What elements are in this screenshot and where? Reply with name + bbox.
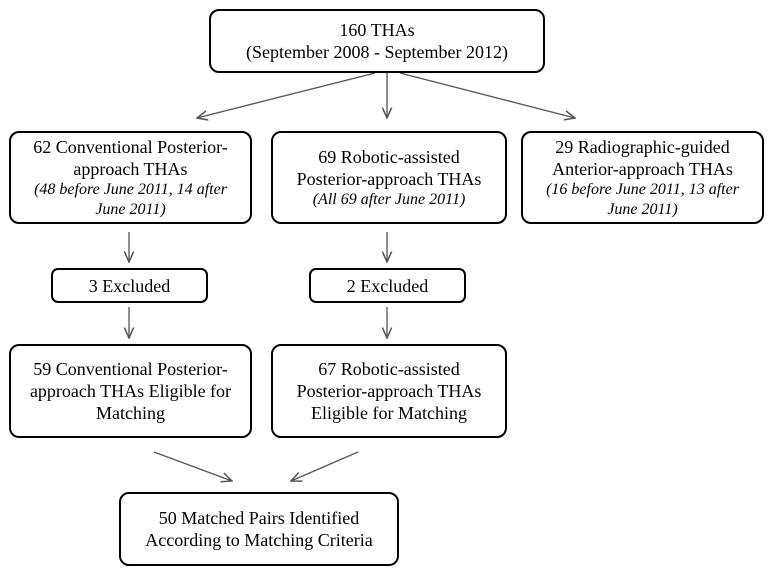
conventional-title-line1: 62 Conventional Posterior- xyxy=(33,136,228,157)
arrow-eligible-robotic-to-matched xyxy=(291,451,359,481)
anterior-note-line2: June 2011) xyxy=(607,200,678,218)
robotic-title-line1: 69 Robotic-assisted xyxy=(318,146,460,167)
total-thas-box: 160 THAs (September 2008 - September 201… xyxy=(209,9,545,73)
eligible-robotic-line1: 67 Robotic-assisted xyxy=(318,359,460,379)
anterior-note-line1: (16 before June 2011, 13 after xyxy=(546,180,739,198)
eligible-conventional-line1: 59 Conventional Posterior- xyxy=(33,359,228,379)
arrow-total-to-anterior xyxy=(399,72,575,118)
conventional-title-line2: approach THAs xyxy=(73,158,188,179)
conventional-note-line2: June 2011) xyxy=(95,200,166,218)
arrow-total-to-conventional xyxy=(197,72,376,118)
conventional-note-line1: (48 before June 2011, 14 after xyxy=(34,180,227,198)
eligible-robotic-line2: Posterior-approach THAs xyxy=(296,381,482,401)
total-period-text: (September 2008 - September 2012) xyxy=(246,42,508,62)
anterior-title-line2: Anterior-approach THAs xyxy=(552,158,733,179)
total-count-text: 160 THAs xyxy=(339,20,415,40)
robotic-note-line1: (All 69 after June 2011) xyxy=(312,190,466,208)
eligible-robotic-line3: Eligible for Matching xyxy=(311,403,467,423)
matched-line2: According to Matching Criteria xyxy=(145,530,373,550)
excluded-conventional-label: 3 Excluded xyxy=(88,275,171,296)
eligible-conventional-line3: Matching xyxy=(96,403,165,423)
robotic-title-line2: Posterior-approach THAs xyxy=(296,168,482,189)
anterior-title-line1: 29 Radiographic-guided xyxy=(555,136,730,157)
eligible-robotic-box: 67 Robotic-assisted Posterior-approach T… xyxy=(271,344,507,438)
arrow-eligible-conventional-to-matched xyxy=(153,451,232,481)
robotic-posterior-box: 69 Robotic-assisted Posterior-approach T… xyxy=(271,131,507,224)
excluded-conventional-box: 3 Excluded xyxy=(51,268,208,303)
eligible-conventional-box: 59 Conventional Posterior- approach THAs… xyxy=(9,344,252,438)
excluded-robotic-label: 2 Excluded xyxy=(346,275,429,296)
radiographic-anterior-box: 29 Radiographic-guided Anterior-approach… xyxy=(521,131,764,224)
matched-line1: 50 Matched Pairs Identified xyxy=(158,508,360,528)
eligible-conventional-line2: approach THAs Eligible for xyxy=(29,381,232,401)
excluded-robotic-box: 2 Excluded xyxy=(309,268,466,303)
conventional-posterior-box: 62 Conventional Posterior- approach THAs… xyxy=(9,131,252,224)
matched-pairs-box: 50 Matched Pairs Identified According to… xyxy=(119,492,399,566)
